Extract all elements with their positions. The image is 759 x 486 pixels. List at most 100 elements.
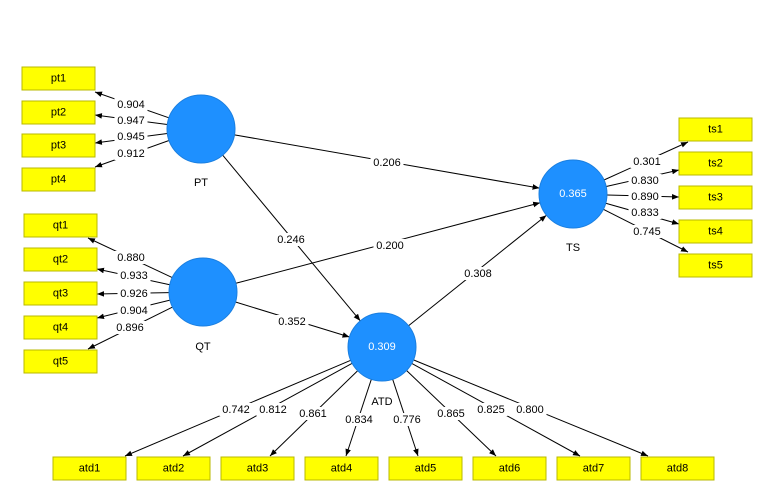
indicator-label: atd7 xyxy=(583,463,604,475)
svg-text:0.865: 0.865 xyxy=(437,408,465,420)
svg-text:0.246: 0.246 xyxy=(277,234,305,246)
indicator-ts5[interactable]: ts5 xyxy=(678,253,753,278)
loading-label-ts2: 0.830 xyxy=(628,174,662,187)
svg-text:0.742: 0.742 xyxy=(222,404,250,416)
loading-label-ts1: 0.301 xyxy=(630,155,664,168)
svg-text:0.926: 0.926 xyxy=(120,288,148,300)
loading-label-pt1: 0.904 xyxy=(114,98,148,111)
svg-text:0.301: 0.301 xyxy=(633,156,661,168)
indicator-qt1[interactable]: qt1 xyxy=(23,213,98,238)
indicator-atd7[interactable]: atd7 xyxy=(556,456,631,481)
loading-label-pt2: 0.947 xyxy=(114,114,148,127)
loading-label-pt4: 0.912 xyxy=(114,147,148,160)
path-coefficient-label: 0.308 xyxy=(461,267,495,280)
indicator-label: pt2 xyxy=(51,107,66,119)
indicator-pt4[interactable]: pt4 xyxy=(21,167,96,192)
svg-text:0.947: 0.947 xyxy=(117,115,145,127)
svg-text:0.745: 0.745 xyxy=(633,226,661,238)
indicator-atd1[interactable]: atd1 xyxy=(52,456,127,481)
construct-name: PT xyxy=(194,177,208,189)
indicator-label: ts4 xyxy=(708,226,723,238)
loading-label-atd4: 0.834 xyxy=(342,413,376,426)
indicator-ts4[interactable]: ts4 xyxy=(678,219,753,244)
indicator-qt4[interactable]: qt4 xyxy=(23,315,98,340)
loading-label-atd1: 0.742 xyxy=(219,403,253,416)
indicator-atd3[interactable]: atd3 xyxy=(220,456,295,481)
svg-text:0.861: 0.861 xyxy=(299,408,327,420)
indicator-label: atd5 xyxy=(415,463,436,475)
indicator-label: pt1 xyxy=(51,73,66,85)
loading-label-atd2: 0.812 xyxy=(256,403,290,416)
indicator-atd8[interactable]: atd8 xyxy=(640,456,715,481)
svg-text:0.834: 0.834 xyxy=(345,414,373,426)
indicator-atd2[interactable]: atd2 xyxy=(136,456,211,481)
loading-label-qt2: 0.933 xyxy=(117,269,151,282)
loading-label-ts5: 0.745 xyxy=(630,225,664,238)
indicator-qt2[interactable]: qt2 xyxy=(23,247,98,272)
loading-label-atd5: 0.776 xyxy=(390,413,424,426)
indicator-pt1[interactable]: pt1 xyxy=(21,66,96,91)
construct-name: TS xyxy=(566,242,580,254)
indicator-label: pt3 xyxy=(51,140,66,152)
construct-atd[interactable]: 0.309 ATD xyxy=(347,312,417,408)
path-coefficient-label: 0.352 xyxy=(275,315,309,328)
construct-r2: 0.309 xyxy=(368,341,396,353)
indicator-qt3[interactable]: qt3 xyxy=(23,281,98,306)
svg-text:0.890: 0.890 xyxy=(631,191,659,203)
svg-text:0.352: 0.352 xyxy=(278,316,306,328)
indicator-label: atd3 xyxy=(247,463,268,475)
loading-label-atd8: 0.800 xyxy=(513,403,547,416)
construct-qt[interactable]: QT xyxy=(168,257,238,353)
loading-label-ts3: 0.890 xyxy=(628,190,662,203)
path-coefficient-label: 0.200 xyxy=(373,239,407,252)
indicator-label: qt3 xyxy=(53,288,68,300)
svg-text:0.945: 0.945 xyxy=(117,131,145,143)
loading-label-pt3: 0.945 xyxy=(114,130,148,143)
svg-text:0.880: 0.880 xyxy=(117,252,145,264)
indicator-atd6[interactable]: atd6 xyxy=(472,456,547,481)
loading-label-atd6: 0.865 xyxy=(434,407,468,420)
indicator-ts2[interactable]: ts2 xyxy=(678,151,753,176)
svg-text:0.812: 0.812 xyxy=(259,404,287,416)
svg-text:0.200: 0.200 xyxy=(376,240,404,252)
indicator-label: ts2 xyxy=(708,158,723,170)
construct-ts[interactable]: 0.365 TS xyxy=(538,159,608,254)
construct-name: QT xyxy=(195,341,211,353)
indicator-label: ts1 xyxy=(708,124,723,136)
indicator-qt5[interactable]: qt5 xyxy=(23,349,98,374)
svg-text:0.904: 0.904 xyxy=(117,99,145,111)
indicator-label: atd4 xyxy=(331,463,352,475)
indicator-label: ts5 xyxy=(708,260,723,272)
indicator-label: qt4 xyxy=(53,322,68,334)
svg-text:0.308: 0.308 xyxy=(464,268,492,280)
loading-label-qt4: 0.904 xyxy=(117,304,151,317)
path-coefficient-label: 0.246 xyxy=(274,233,308,246)
indicator-atd5[interactable]: atd5 xyxy=(388,456,463,481)
indicator-pt3[interactable]: pt3 xyxy=(21,133,96,158)
indicator-label: atd1 xyxy=(79,463,100,475)
indicator-label: ts3 xyxy=(708,192,723,204)
loading-label-atd3: 0.861 xyxy=(296,407,330,420)
svg-text:0.800: 0.800 xyxy=(516,404,544,416)
svg-text:0.896: 0.896 xyxy=(116,322,144,334)
indicator-ts1[interactable]: ts1 xyxy=(678,117,753,142)
loading-label-atd7: 0.825 xyxy=(474,403,508,416)
svg-text:0.833: 0.833 xyxy=(631,207,659,219)
path-coefficient-label: 0.206 xyxy=(370,156,404,169)
indicator-label: atd6 xyxy=(499,463,520,475)
indicator-ts3[interactable]: ts3 xyxy=(678,185,753,210)
indicator-label: atd2 xyxy=(163,463,184,475)
svg-text:0.206: 0.206 xyxy=(373,157,401,169)
loading-label-ts4: 0.833 xyxy=(628,206,662,219)
indicator-label: qt2 xyxy=(53,254,68,266)
indicator-label: atd8 xyxy=(667,463,688,475)
indicator-atd4[interactable]: atd4 xyxy=(304,456,379,481)
construct-name: ATD xyxy=(371,396,392,408)
construct-pt[interactable]: PT xyxy=(166,94,236,189)
svg-text:0.933: 0.933 xyxy=(120,270,148,282)
loading-label-qt1: 0.880 xyxy=(114,251,148,264)
loading-label-qt5: 0.896 xyxy=(113,321,147,334)
svg-text:0.904: 0.904 xyxy=(120,305,148,317)
svg-text:0.825: 0.825 xyxy=(477,404,505,416)
indicator-pt2[interactable]: pt2 xyxy=(21,100,96,125)
